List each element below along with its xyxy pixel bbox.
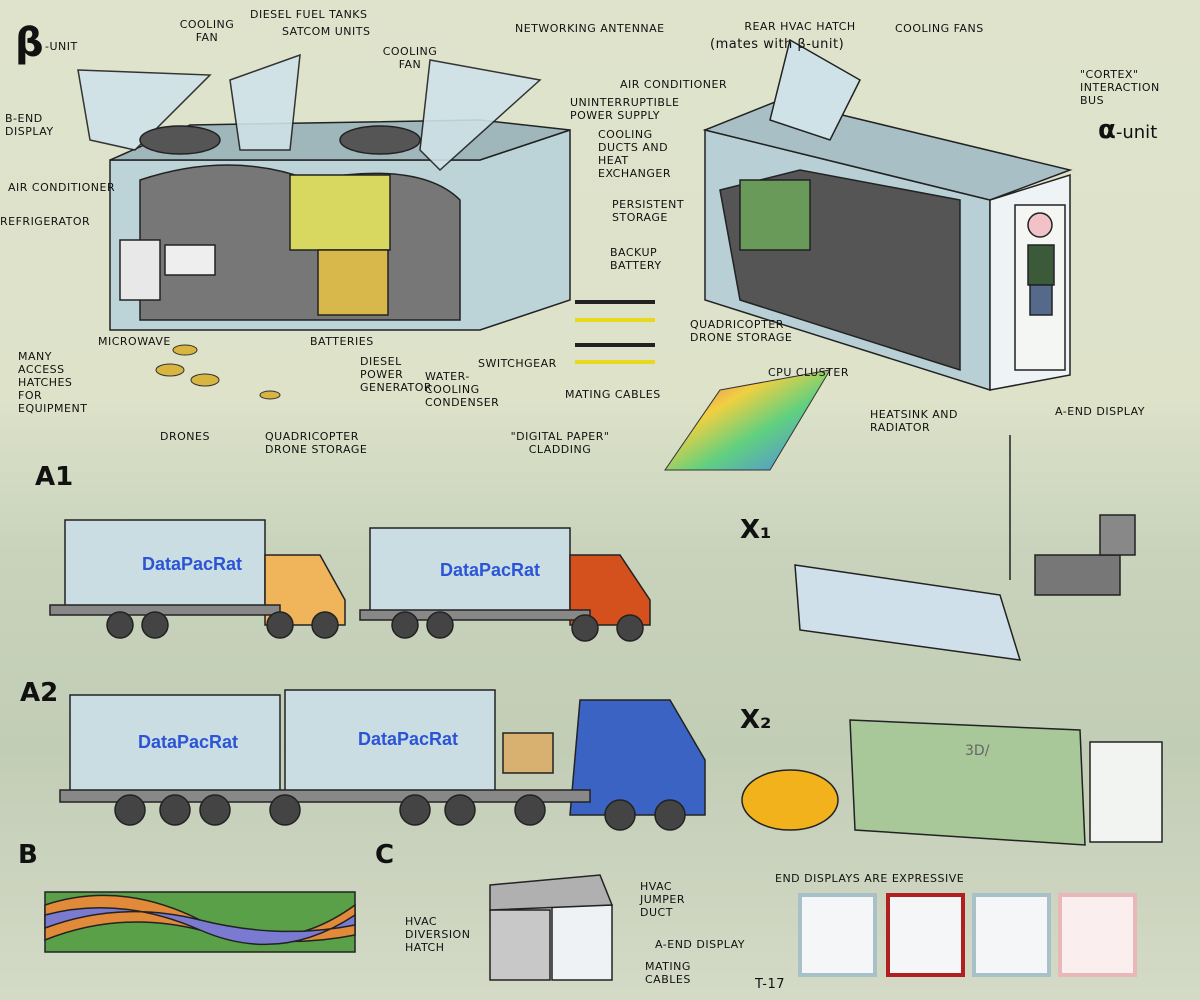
- label-drone-storage-alpha: QUADRICOPTER DRONE STORAGE: [690, 318, 793, 344]
- label-drone-storage-beta: QUADRICOPTER DRONE STORAGE: [265, 430, 368, 456]
- label-refrigerator: REFRIGERATOR: [0, 215, 91, 228]
- beta-suffix: -UNIT: [45, 40, 78, 53]
- alpha-unit-drawing: [702, 38, 1073, 392]
- alpha-suffix: -unit: [1115, 122, 1158, 143]
- label-cooling-fan-2: COOLING FAN: [382, 45, 438, 71]
- brand-a1-2: DataPacRat: [440, 560, 540, 580]
- end-displays-title: END DISPLAYS ARE EXPRESSIVE: [775, 872, 965, 885]
- x2-wall-mark: 3D/: [965, 743, 990, 759]
- label-drones: DRONES: [160, 430, 210, 443]
- scenario-b-label: B: [18, 840, 38, 870]
- label-cladding: "DIGITAL PAPER" CLADDING: [510, 430, 610, 456]
- x2-scene-drawing: [741, 719, 1163, 846]
- label-b-end-display: B-END DISPLAY: [5, 112, 54, 138]
- brand-a2-1: DataPacRat: [138, 732, 238, 752]
- end-displays-drawing: [798, 893, 1137, 977]
- label-water-cooling: WATER-COOLING CONDENSER: [425, 370, 500, 409]
- label-rear-hvac-hatch: REAR HVAC HATCH: [744, 20, 856, 33]
- label-air-conditioner: AIR CONDITIONER: [8, 181, 116, 194]
- label-a-end-display: A-END DISPLAY: [1055, 405, 1145, 418]
- label-cortex-bus: "CORTEX" INTERACTION BUS: [1080, 68, 1160, 107]
- signature: T-17: [755, 977, 785, 992]
- label-hvac-jumper: HVAC JUMPER DUCT: [640, 880, 686, 919]
- label-networking-antennae: NETWORKING ANTENNAE: [515, 22, 665, 35]
- mating-cables-drawing: [575, 300, 655, 364]
- digital-paper-cladding: [664, 369, 831, 471]
- label-ups: UNINTERRUPTIBLE POWER SUPPLY: [570, 96, 680, 122]
- drones-drawing: [155, 344, 281, 400]
- label-access-hatches: MANY ACCESS HATCHES FOR EQUIPMENT: [18, 350, 88, 415]
- label-diesel-fuel-tanks: DIESEL FUEL TANKS: [250, 8, 368, 21]
- b-scene-drawing: [44, 891, 356, 953]
- beta-symbol: β: [15, 20, 44, 66]
- a2-truck-drawing: [59, 689, 706, 831]
- label-air-conditioner-alpha: AIR CONDITIONER: [620, 78, 728, 91]
- x1-scene-drawing: [794, 435, 1136, 661]
- label-batteries: BATTERIES: [310, 335, 374, 348]
- brand-a2-2: DataPacRat: [358, 729, 458, 749]
- a1-trucks-drawing: [49, 519, 651, 642]
- label-backup-battery: BACKUP BATTERY: [610, 246, 662, 272]
- label-switchgear: SWITCHGEAR: [478, 357, 557, 370]
- label-c-mating-cables: MATING CABLES: [645, 960, 691, 986]
- scenario-x1-label: X₁: [740, 515, 772, 545]
- label-cpu-cluster: CPU CLUSTER: [768, 366, 849, 379]
- label-cooling-ducts: COOLING DUCTS AND HEAT EXCHANGER: [598, 128, 672, 180]
- label-heatsink: HEATSINK AND RADIATOR: [870, 408, 959, 434]
- beta-unit-drawing: [77, 53, 571, 331]
- label-mating-cables: MATING CABLES: [565, 388, 661, 401]
- scenario-c-label: C: [375, 840, 395, 870]
- label-c-a-end-display: A-END DISPLAY: [655, 938, 745, 951]
- label-cooling-fan-1: COOLING FAN: [179, 18, 235, 44]
- label-microwave: MICROWAVE: [98, 335, 171, 348]
- scenario-a2-label: A2: [20, 678, 59, 708]
- brand-a1-1: DataPacRat: [142, 554, 242, 574]
- scenario-x2-label: X₂: [740, 705, 772, 735]
- c-scene-drawing: [489, 874, 614, 981]
- label-rear-hvac-note: (mates with β-unit): [710, 37, 845, 52]
- label-persistent-storage: PERSISTENT STORAGE: [612, 198, 685, 224]
- alpha-symbol-glyph: α: [1098, 115, 1116, 145]
- scenario-a1-label: A1: [35, 462, 74, 492]
- label-cooling-fans: COOLING FANS: [895, 22, 984, 35]
- label-satcom-units: SATCOM UNITS: [282, 25, 371, 38]
- label-hvac-diversion: HVAC DIVERSION HATCH: [405, 915, 471, 954]
- alpha-symbol: α-unit: [1098, 115, 1157, 145]
- label-diesel-generator: DIESEL POWER GENERATOR: [360, 355, 433, 394]
